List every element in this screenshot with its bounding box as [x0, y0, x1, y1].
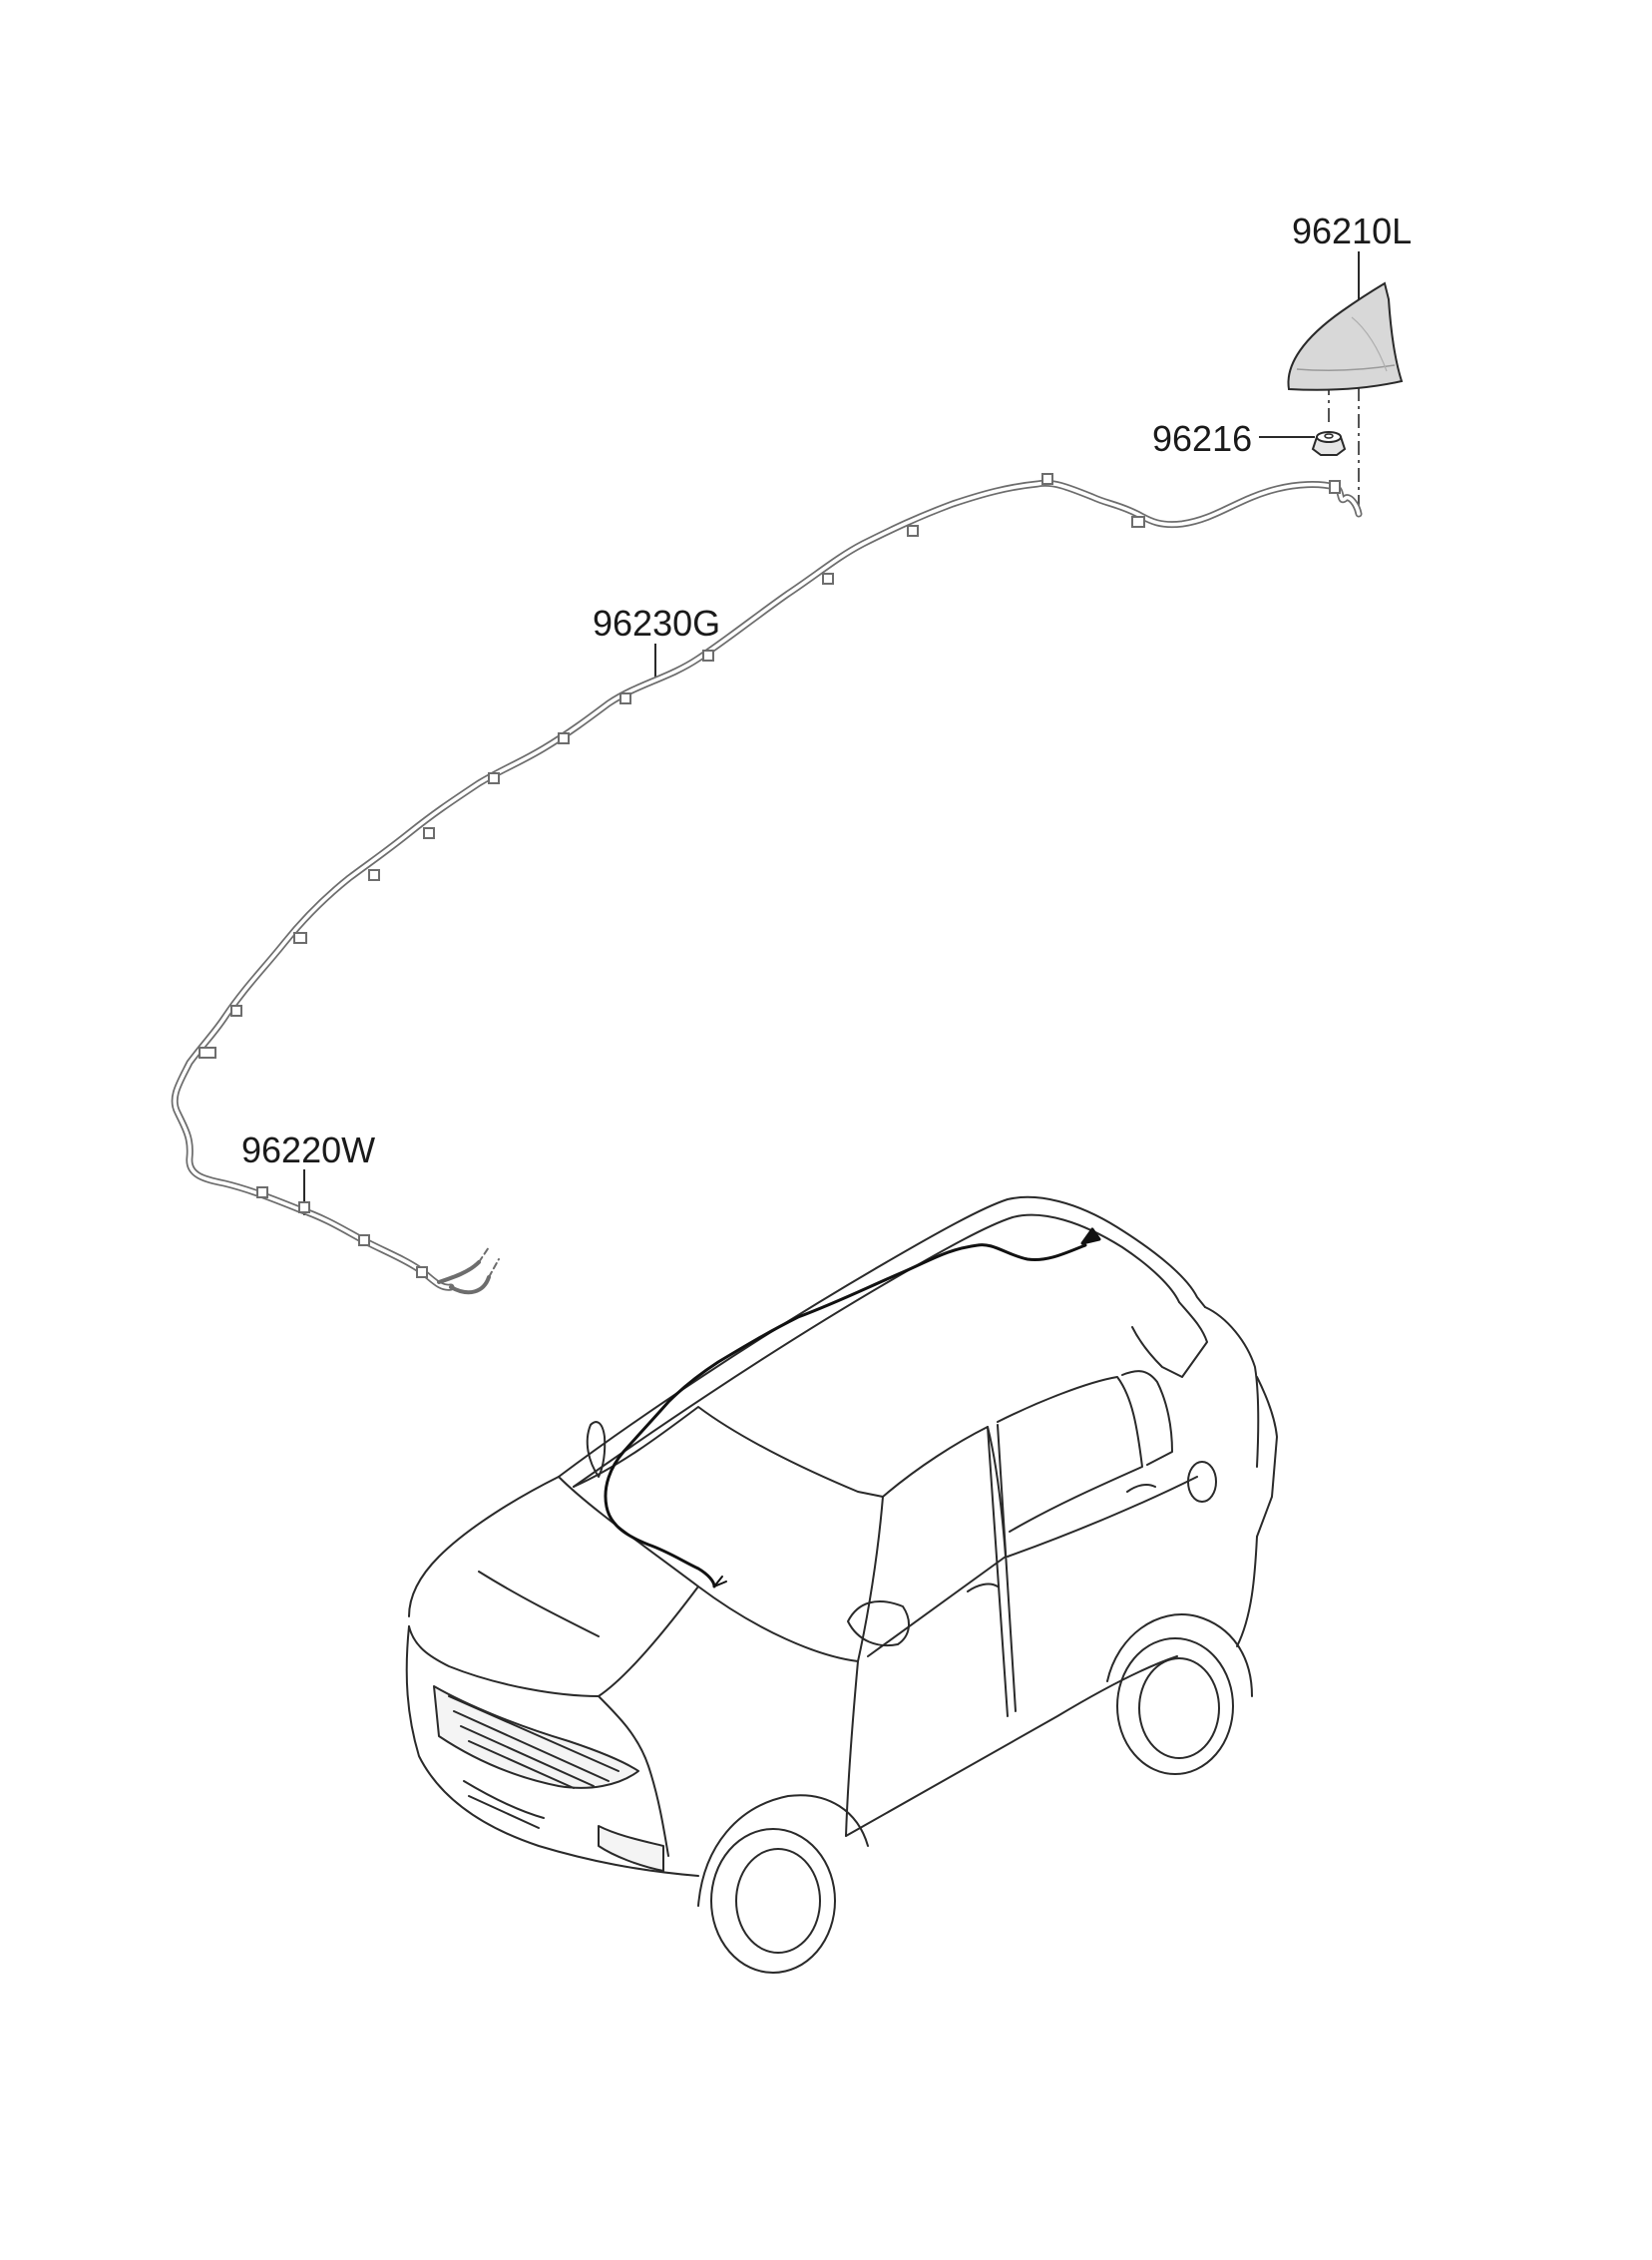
part-number-96220W-label: 96220W — [241, 1130, 376, 1170]
clip — [907, 525, 919, 537]
vehicle-illustration — [405, 1195, 1278, 1974]
clip — [488, 772, 500, 784]
part-number-96210L-label: 96210L — [1292, 211, 1413, 251]
leader-lines — [303, 251, 1360, 1215]
clip — [199, 1047, 216, 1059]
clip — [1329, 480, 1341, 494]
cable-assembly — [171, 479, 1363, 1295]
antenna-96210L — [1287, 281, 1404, 391]
clip — [298, 1201, 310, 1213]
clip — [620, 692, 631, 704]
clip — [368, 869, 380, 881]
vehicle-antenna-cable — [604, 1227, 1101, 1588]
clip — [1131, 516, 1145, 528]
clip — [558, 732, 570, 744]
nut-96216 — [1311, 431, 1347, 456]
clip — [256, 1186, 268, 1198]
clip — [822, 573, 834, 585]
clip — [1041, 473, 1053, 485]
clip — [702, 650, 714, 662]
cable-clips — [199, 473, 1341, 1278]
clip — [230, 1005, 242, 1017]
cable-tail-a — [437, 1260, 481, 1284]
clip — [423, 827, 435, 839]
clip — [416, 1266, 428, 1278]
clip — [293, 932, 307, 944]
part-number-96216-label: 96216 — [1152, 418, 1253, 459]
clip — [358, 1234, 370, 1246]
cable-tail-b — [449, 1275, 491, 1295]
part-number-96230G-label: 96230G — [593, 603, 721, 644]
